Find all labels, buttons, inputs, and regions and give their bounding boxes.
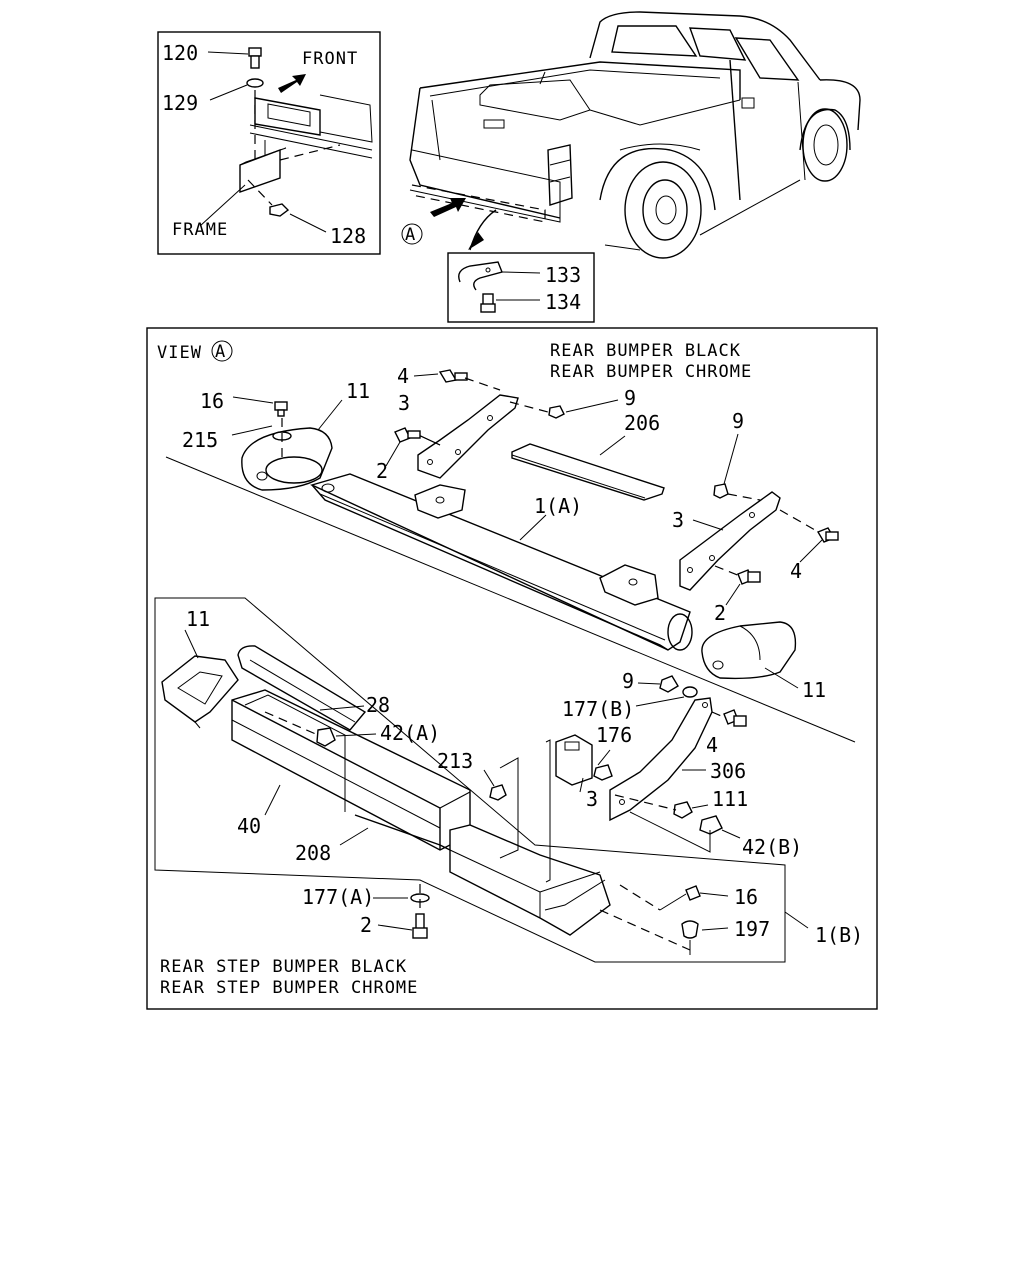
pickup-truck-illustration	[409, 11, 861, 259]
view-label: VIEW	[157, 343, 202, 363]
view-a-marker	[401, 223, 423, 245]
callout-133: 133	[545, 263, 581, 287]
bolt-2-lower-icon	[412, 913, 428, 939]
callout-111: 111	[712, 787, 748, 811]
callout-2a: 2	[376, 459, 388, 483]
callout-134: 134	[545, 290, 581, 314]
callout-177a: 177(A)	[302, 885, 374, 909]
callout-9a: 9	[624, 386, 636, 410]
title-line-1: REAR BUMPER BLACK	[550, 341, 741, 361]
callout-40: 40	[237, 814, 261, 838]
step-bumper-group-outline	[154, 597, 786, 963]
grommet-197-icon	[681, 920, 699, 939]
nut-9-lower-icon	[659, 675, 679, 693]
nut-176-icon	[593, 764, 613, 781]
nut-128-icon	[269, 203, 290, 217]
callout-42b: 42(B)	[742, 835, 802, 859]
callout-16b: 16	[734, 885, 758, 909]
callout-306: 306	[710, 759, 746, 783]
front-arrow-icon	[278, 74, 306, 93]
frame-label: FRAME	[172, 220, 228, 240]
section-separator	[165, 456, 856, 743]
view-a-box	[146, 327, 878, 1010]
callout-120: 120	[162, 41, 198, 65]
nut-42b-icon	[699, 815, 723, 835]
callout-16a: 16	[200, 389, 224, 413]
step-pad-206	[511, 443, 665, 501]
end-cap-11-right	[701, 621, 797, 680]
svg-text:A: A	[405, 225, 416, 245]
front-label: FRONT	[302, 49, 358, 69]
end-cap-11-lower-left	[161, 655, 239, 729]
bottom-line-1: REAR STEP BUMPER BLACK	[160, 957, 407, 977]
bolt-2-icon	[394, 427, 421, 443]
callout-208: 208	[295, 841, 331, 865]
callout-1a: 1(A)	[534, 494, 582, 518]
callout-3c: 3	[586, 787, 598, 811]
callout-11b: 11	[186, 607, 210, 631]
callout-197: 197	[734, 917, 770, 941]
callout-213: 213	[437, 749, 473, 773]
callout-215: 215	[182, 428, 218, 452]
sill-208	[354, 814, 451, 851]
callout-176: 176	[596, 723, 632, 747]
bolt-4-icon	[438, 369, 468, 383]
callout-129: 129	[162, 91, 198, 115]
nut-111-icon	[673, 801, 693, 819]
callout-9c: 9	[622, 669, 634, 693]
stay-3-right	[679, 491, 781, 591]
nut-42a-icon	[316, 727, 336, 747]
nut-9-right-icon	[713, 483, 729, 499]
nut-9-icon	[548, 405, 565, 419]
view-letter: A	[215, 342, 226, 362]
hook-inset-box	[447, 252, 595, 323]
bracket-3-lower	[555, 734, 593, 786]
washer-177b-icon	[682, 686, 698, 698]
bolt-16-lower-icon	[685, 885, 701, 901]
washer-129-icon	[246, 78, 264, 88]
rear-bumper-bar-1a	[310, 473, 693, 651]
bottom-line-2: REAR STEP BUMPER CHROME	[160, 978, 418, 998]
callout-3b: 3	[672, 508, 684, 532]
end-cap-lower-right	[449, 824, 611, 936]
bolt-4-right-icon	[816, 527, 839, 543]
callout-11a: 11	[346, 379, 370, 403]
callout-2c: 2	[360, 913, 372, 937]
nut-213-icon	[489, 784, 507, 801]
callout-2b: 2	[714, 601, 726, 625]
bolt-134-icon	[480, 293, 496, 313]
callout-206: 206	[624, 411, 660, 435]
callout-9b: 9	[732, 409, 744, 433]
callout-4b: 4	[790, 559, 802, 583]
callout-128: 128	[330, 224, 366, 248]
callout-4a: 4	[397, 364, 409, 388]
bolt-16-icon	[274, 401, 288, 417]
bolt-4-lower-icon	[723, 709, 747, 727]
callout-1b: 1(B)	[815, 923, 863, 947]
callout-4c: 4	[706, 733, 718, 757]
frame-inset-box	[157, 31, 381, 255]
tow-hook-133-icon	[458, 261, 503, 291]
bolt-2-right-icon	[737, 569, 761, 585]
view-a-arrow-icon	[430, 198, 466, 217]
callout-3a: 3	[398, 391, 410, 415]
bolt-120-icon	[248, 47, 262, 69]
end-cap-11-left	[241, 427, 333, 491]
title-line-2: REAR BUMPER CHROME	[550, 362, 752, 382]
callout-11c: 11	[802, 678, 826, 702]
callout-177b: 177(B)	[562, 697, 634, 721]
callout-28: 28	[366, 693, 390, 717]
callout-42a: 42(A)	[380, 721, 440, 745]
frame-bracket	[239, 148, 281, 193]
stay-3-left	[417, 394, 519, 479]
